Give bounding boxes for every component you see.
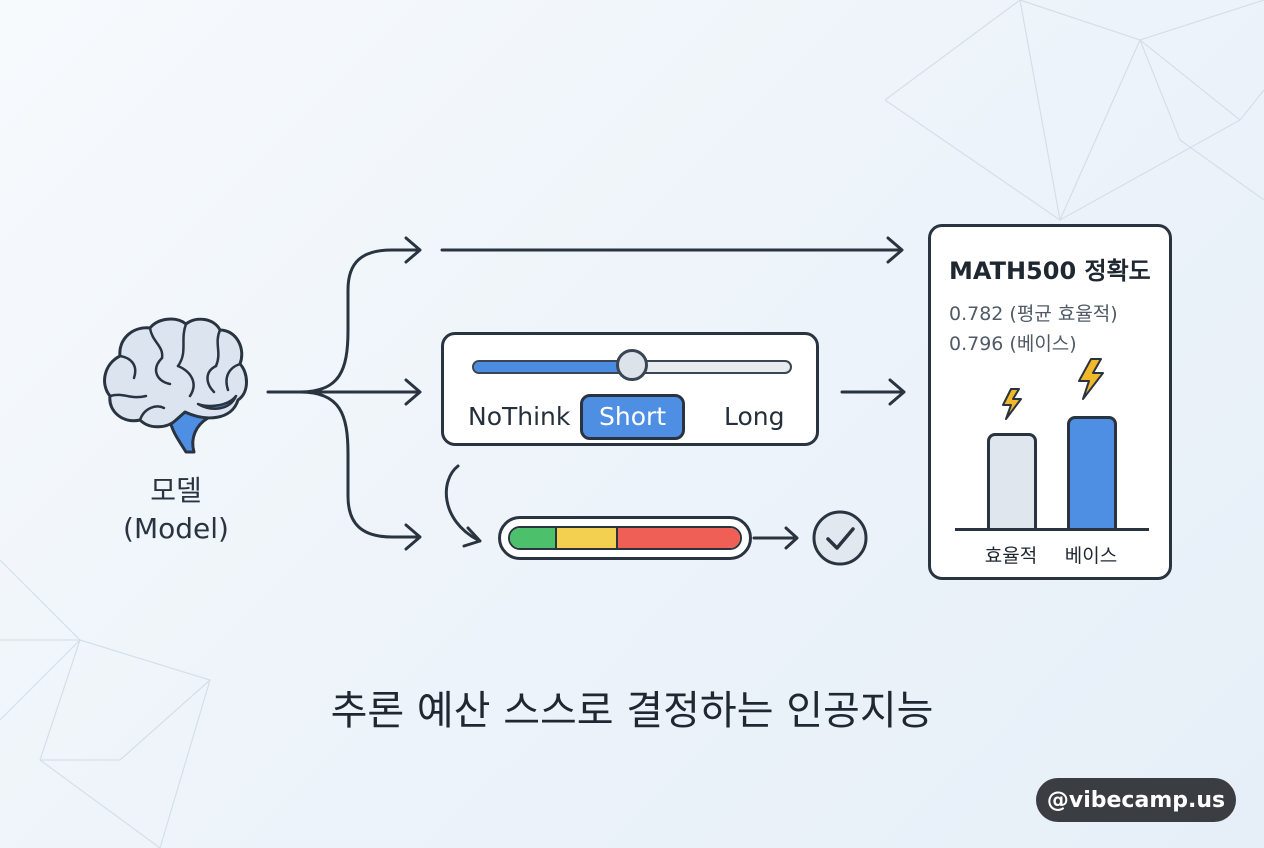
bar-label-efficient: 효율적 [984,545,1038,567]
branch-down-curve [298,390,420,539]
brain-icon [103,317,248,454]
budget-meter [498,516,752,560]
check-circle-icon [812,510,868,566]
watermark-badge[interactable]: @vibecamp.us [1036,778,1236,822]
budget-meter-bar [508,526,742,550]
lightning-icon [1078,358,1104,400]
budget-slider-fill [474,362,632,372]
results-title: MATH500 정확도 [949,257,1151,285]
budget-meter-segment [510,528,556,548]
top-direct-arrow-head [886,236,904,264]
option-short[interactable]: Short [580,394,686,440]
budget-meter-segment [555,528,616,548]
arrow-head-mid [404,378,422,406]
model-name-ko: 모델 [150,474,202,507]
feedback-arrow-head [462,526,482,548]
model-label: 모델 (Model) [96,472,256,548]
lightning-icons [1002,358,1104,420]
budget-meter-segment [615,528,740,548]
arrow-head-bottom [404,523,422,551]
budget-slider-thumb[interactable] [616,349,648,381]
headline: 추론 예산 스스로 결정하는 인공지능 [330,688,934,734]
mid-output-arrow-head [888,378,906,406]
results-line-efficient: 0.782 (평균 효율적) [949,303,1118,325]
lightning-icon [1002,388,1022,420]
bar-base [1067,416,1117,531]
meter-output-arrow-head [784,526,799,550]
bar-efficient [987,433,1037,531]
feedback-curve [444,464,480,542]
results-line-base: 0.796 (베이스) [949,333,1077,355]
branch-up-curve [298,248,420,394]
bar-label-base: 베이스 [1064,545,1118,567]
results-card: MATH500 정확도 0.782 (평균 효율적) 0.796 (베이스) 효… [928,224,1172,580]
budget-selector-card: NoThink Short Long [441,332,819,446]
bar-chart-baseline [955,528,1149,531]
option-nothink[interactable]: NoThink [468,402,571,431]
option-long[interactable]: Long [724,402,785,431]
model-name-en: (Model) [123,512,229,545]
arrow-head-top [404,236,422,264]
